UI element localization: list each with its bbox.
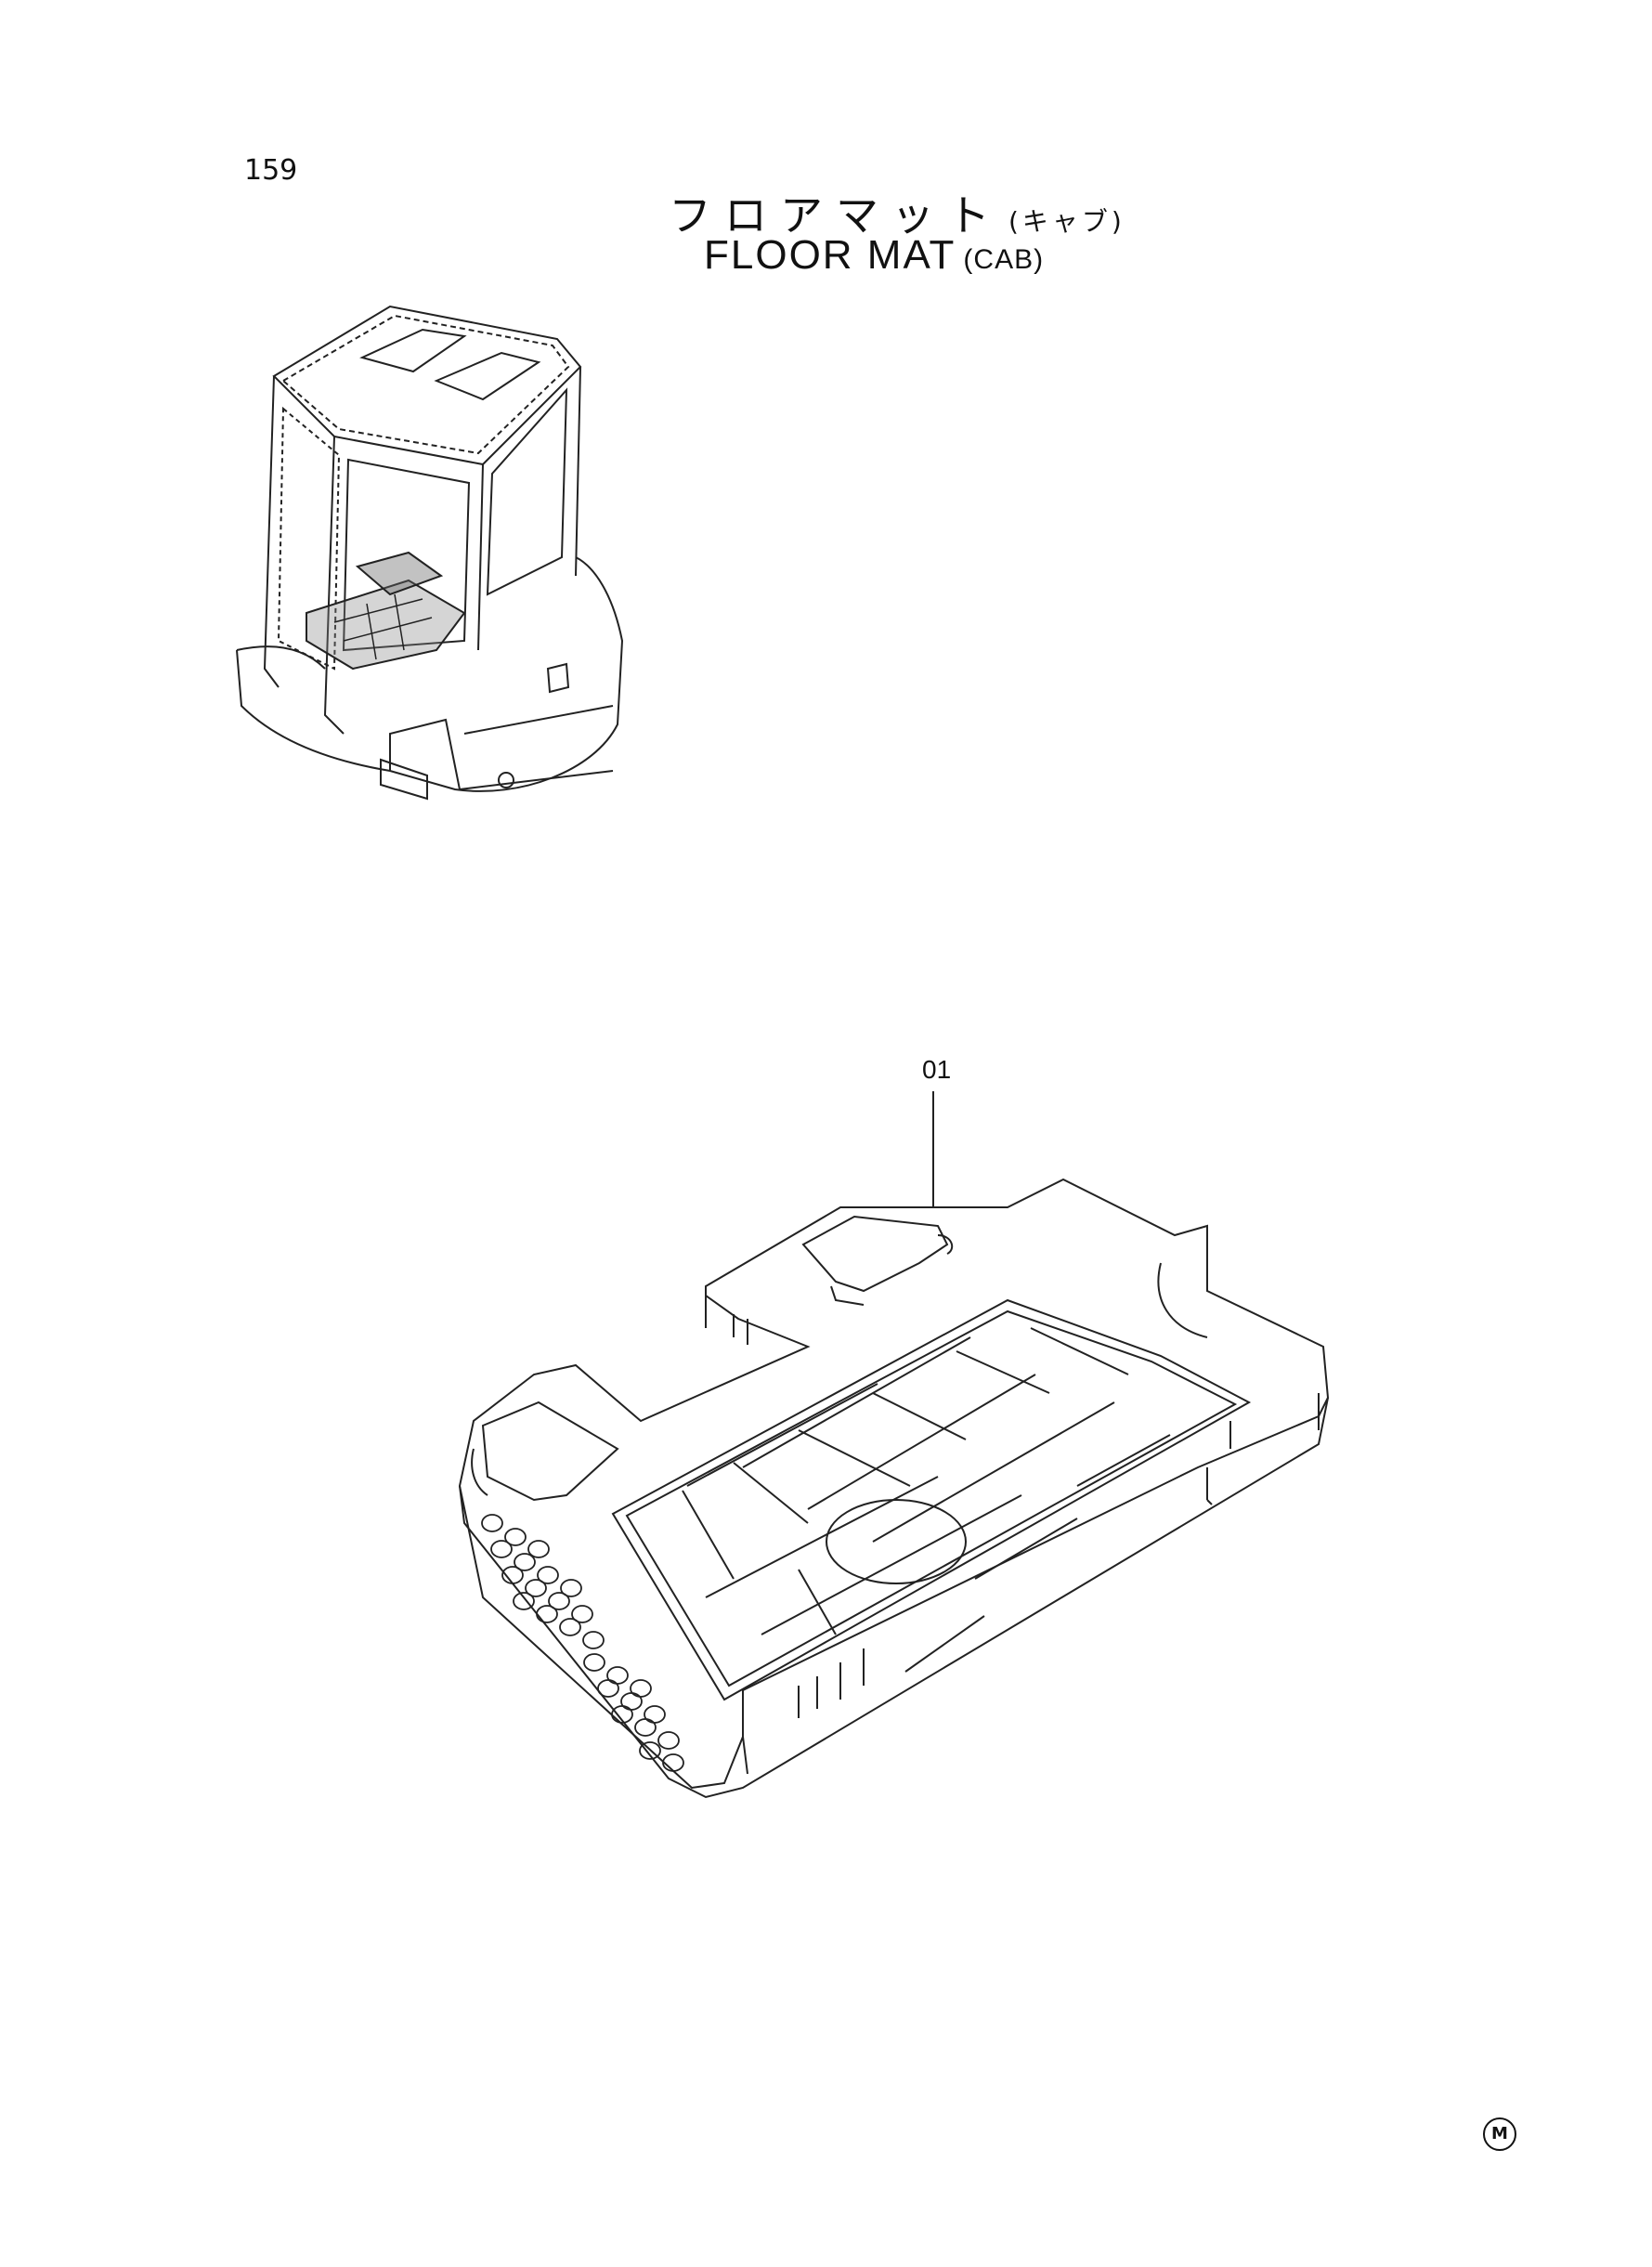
title-japanese-main: フロアマット — [669, 190, 1003, 241]
manufacturer-mark: M — [1483, 2117, 1516, 2151]
perforation-dots — [481, 1514, 684, 1772]
center-hole — [826, 1499, 967, 1584]
rear-cutout — [801, 1215, 954, 1306]
title-english: FLOOR MAT(CAB) — [704, 232, 1044, 279]
page-number: 159 — [244, 154, 298, 187]
part-callout-01: 01 — [922, 1055, 952, 1084]
left-cutout — [471, 1401, 619, 1502]
floor-mat-outline — [458, 1178, 1330, 1799]
title-english-sub: (CAB) — [963, 244, 1045, 275]
title-japanese: フロアマット(キャブ) — [669, 182, 1125, 243]
mat-grid — [611, 1298, 1252, 1701]
title-japanese-sub: (キャブ) — [1008, 206, 1125, 237]
title-english-main: FLOOR MAT — [704, 232, 956, 278]
cab-body — [236, 305, 624, 801]
